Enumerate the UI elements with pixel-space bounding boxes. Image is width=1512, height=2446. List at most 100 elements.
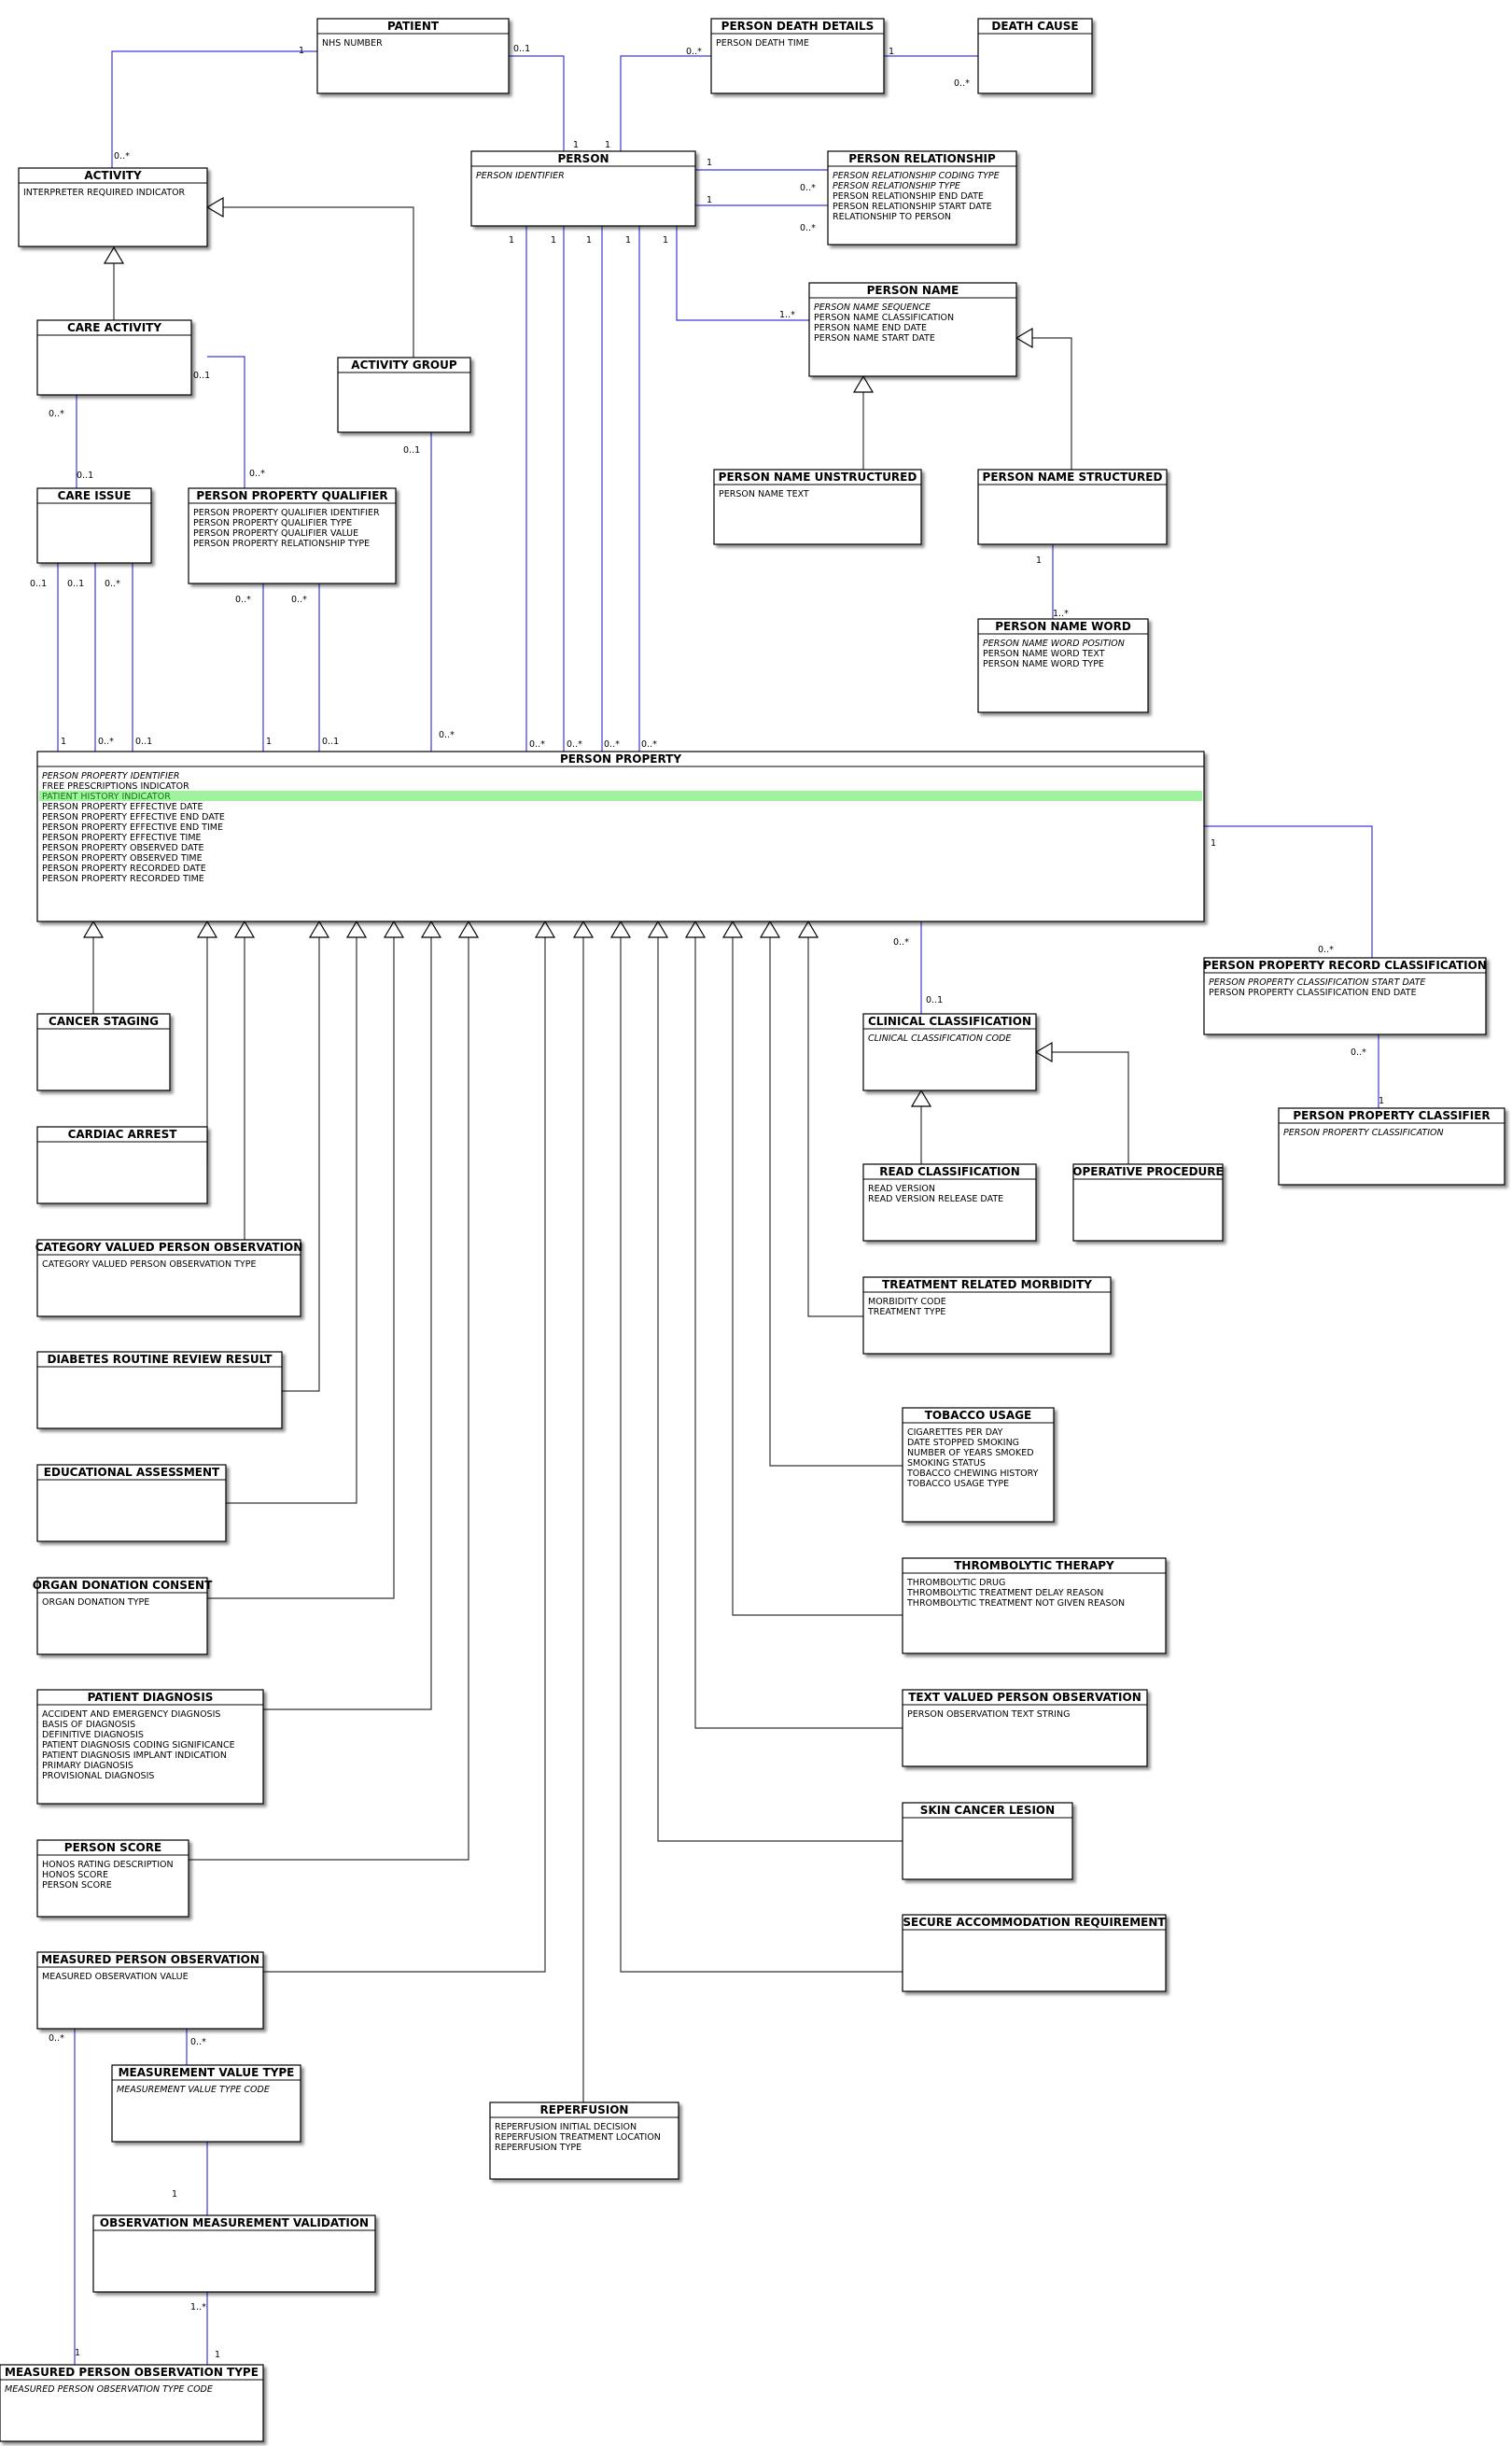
class-box xyxy=(1203,957,1487,1035)
multiplicity-label: 0..* xyxy=(114,151,130,162)
class-name: PERSON RELATIONSHIP xyxy=(848,152,996,165)
generalization-line xyxy=(807,921,863,1317)
class-box xyxy=(902,1557,1167,1654)
class-name: PATIENT DIAGNOSIS xyxy=(88,1691,214,1704)
class-measured-person-observation-type[interactable]: MEASURED PERSON OBSERVATION TYPEMEASURED… xyxy=(0,2364,264,2442)
class-category-valued-person-observation[interactable]: CATEGORY VALUED PERSON OBSERVATIONCATEGO… xyxy=(35,1239,303,1317)
inheritance-arrow-icon xyxy=(103,246,125,264)
class-box xyxy=(337,357,471,433)
class-attribute: DATE STOPPED SMOKING xyxy=(907,1438,1019,1448)
generalization-line xyxy=(657,921,903,1842)
class-box xyxy=(902,1689,1148,1767)
multiplicity-label: 0..* xyxy=(249,469,265,479)
class-activity-group[interactable]: ACTIVITY GROUP xyxy=(337,357,471,433)
class-box xyxy=(713,469,922,545)
class-name: PERSON PROPERTY CLASSIFIER xyxy=(1293,1109,1490,1122)
class-attribute: CLINICAL CLASSIFICATION CODE xyxy=(868,1033,1011,1044)
class-care-activity[interactable]: CARE ACTIVITY xyxy=(36,319,192,396)
class-care-issue[interactable]: CARE ISSUE xyxy=(36,487,152,564)
class-name: CARE ISSUE xyxy=(58,489,132,502)
class-cancer-staging[interactable]: CANCER STAGING xyxy=(36,1013,171,1091)
multiplicity-label: 1 xyxy=(299,46,304,56)
multiplicity-label: 1 xyxy=(707,158,712,168)
class-observation-measurement-validation[interactable]: OBSERVATION MEASUREMENT VALIDATION xyxy=(92,2214,376,2293)
class-name: REPERFUSION xyxy=(540,2103,629,2116)
class-attribute: THROMBOLYTIC DRUG xyxy=(906,1578,1005,1588)
multiplicity-label: 0..* xyxy=(1351,1047,1366,1058)
inheritance-arrow-icon xyxy=(383,920,405,938)
generalization-line xyxy=(189,921,469,1861)
class-name: PERSON NAME WORD xyxy=(995,620,1131,633)
multiplicity-label: 1..* xyxy=(779,310,795,320)
multiplicity-label: 0..1 xyxy=(403,445,420,456)
class-educational-assessment[interactable]: EDUCATIONAL ASSESSMENT xyxy=(36,1464,227,1542)
class-attribute: PERSON PROPERTY QUALIFIER IDENTIFIER xyxy=(193,508,380,518)
class-attribute: PERSON PROPERTY IDENTIFIER xyxy=(42,771,179,781)
class-box xyxy=(36,1013,171,1091)
class-box xyxy=(808,282,1017,377)
class-box xyxy=(36,1951,264,2030)
class-name: PERSON PROPERTY RECORD CLASSIFICATION xyxy=(1203,959,1487,972)
multiplicity-label: 0..* xyxy=(893,937,909,948)
class-box xyxy=(36,1239,301,1317)
multiplicity-label: 0..1 xyxy=(30,579,47,589)
generalizations-layer xyxy=(82,196,1129,2102)
association-line xyxy=(620,55,711,151)
class-box xyxy=(36,487,152,564)
inheritance-arrow-icon xyxy=(205,196,224,218)
association-line xyxy=(1204,825,1373,958)
class-diabetes-routine-review-result[interactable]: DIABETES ROUTINE REVIEW RESULT xyxy=(36,1351,283,1429)
inheritance-arrow-icon xyxy=(1034,1041,1053,1063)
class-box xyxy=(92,2214,376,2293)
multiplicity-label: 0..* xyxy=(49,2033,64,2044)
class-attribute: PERSON SCORE xyxy=(42,1880,112,1891)
multiplicity-label: 1 xyxy=(215,2350,220,2360)
class-cardiac-arrest[interactable]: CARDIAC ARREST xyxy=(36,1126,208,1204)
inheritance-arrow-icon xyxy=(233,920,256,938)
class-attribute: REPERFUSION INITIAL DECISION xyxy=(495,2122,637,2132)
class-box xyxy=(977,18,1093,94)
multiplicity-label: 1 xyxy=(1211,838,1216,849)
class-name: ORGAN DONATION CONSENT xyxy=(33,1579,213,1592)
class-secure-accommodation-requirement[interactable]: SECURE ACCOMMODATION REQUIREMENT xyxy=(902,1914,1167,1992)
class-attribute: PERSON NAME END DATE xyxy=(814,323,927,333)
multiplicity-label: 1 xyxy=(586,235,592,246)
class-attribute: INTERPRETER REQUIRED INDICATOR xyxy=(23,188,186,198)
multiplicity-label: 0..* xyxy=(291,595,307,605)
class-death-cause[interactable]: DEATH CAUSE xyxy=(977,18,1093,94)
multiplicity-label: 0..* xyxy=(98,737,114,747)
multiplicity-label: 1 xyxy=(707,195,712,205)
class-person-property-record-classification[interactable]: PERSON PROPERTY RECORD CLASSIFICATIONPER… xyxy=(1203,957,1487,1035)
class-attribute: MEASUREMENT VALUE TYPE CODE xyxy=(117,2085,270,2095)
class-skin-cancer-lesion[interactable]: SKIN CANCER LESION xyxy=(902,1802,1073,1880)
inheritance-arrow-icon xyxy=(684,920,707,938)
class-attribute: PERSON RELATIONSHIP END DATE xyxy=(833,191,984,202)
multiplicity-label: 0..* xyxy=(49,409,64,419)
class-person-name-structured[interactable]: PERSON NAME STRUCTURED xyxy=(977,469,1168,545)
class-attribute: PERSON IDENTIFIER xyxy=(476,171,565,181)
class-operative-procedure[interactable]: OPERATIVE PROCEDURE xyxy=(1072,1163,1224,1242)
